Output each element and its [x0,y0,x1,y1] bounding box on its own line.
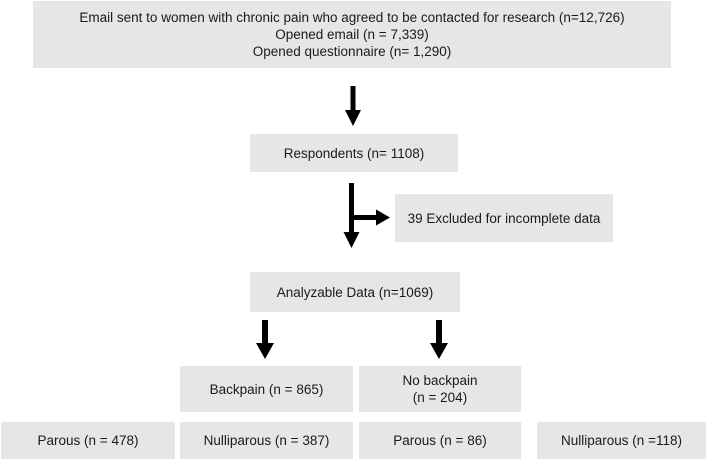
top-box-line3: Opened questionnaire (n= 1,290) [252,44,452,59]
analyzable-box: Analyzable Data (n=1069) [250,272,460,312]
top-box-line2: Opened email (n = 7,339) [275,27,429,42]
parous-backpain-label: Parous (n = 478) [37,433,139,448]
arrow-to-excluded [351,209,390,226]
nulliparous-backpain-label: Nulliparous (n = 387) [203,433,330,448]
no-backpain-line2: (n = 204) [412,390,468,405]
nulliparous-nobackpain-label: Nulliparous (n =118) [561,433,682,448]
parous-nobackpain-label: Parous (n = 86) [393,433,487,448]
backpain-label: Backpain (n = 865) [209,381,324,397]
top-box: Email sent to women with chronic pain wh… [33,1,671,68]
excluded-label: 39 Excluded for incomplete data [407,210,601,226]
arrow-to-no-backpain [430,320,448,359]
arrow-top-to-respondents [345,86,361,126]
parous-nobackpain-box: Parous (n = 86) [359,422,521,459]
respondents-label: Respondents (n= 1108) [283,145,425,161]
no-backpain-line1: No backpain [402,373,478,388]
nulliparous-nobackpain-box: Nulliparous (n =118) [537,422,706,459]
backpain-box: Backpain (n = 865) [180,366,353,412]
top-box-line1: Email sent to women with chronic pain wh… [79,10,625,25]
nulliparous-backpain-box: Nulliparous (n = 387) [180,422,353,459]
arrow-to-backpain [256,320,274,359]
arrow-respondents-to-analyzable [343,183,360,248]
analyzable-label: Analyzable Data (n=1069) [276,284,434,300]
parous-backpain-box: Parous (n = 478) [1,422,175,459]
no-backpain-box: No backpain (n = 204) [359,366,521,412]
excluded-box: 39 Excluded for incomplete data [395,194,613,242]
respondents-box: Respondents (n= 1108) [250,134,458,172]
